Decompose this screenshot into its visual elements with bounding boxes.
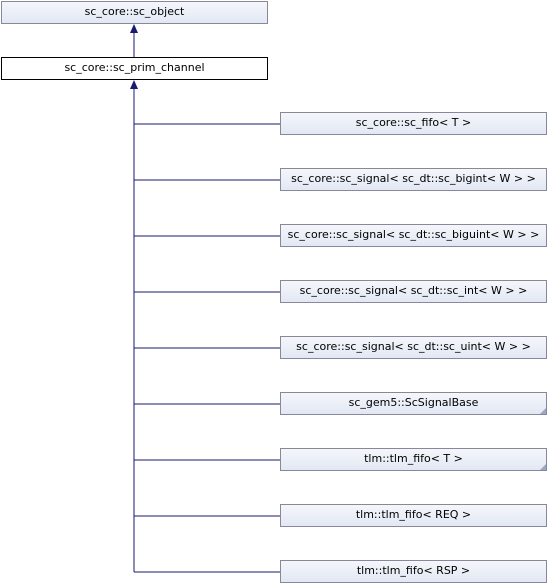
node-child-6[interactable]: sc_gem5::ScSignalBase [280,392,547,415]
node-child-8[interactable]: tlm::tlm_fifo< REQ > [280,504,547,527]
node-child-7[interactable]: tlm::tlm_fifo< T > [280,448,547,471]
node-sc-prim-channel: sc_core::sc_prim_channel [1,57,268,80]
node-child-1[interactable]: sc_core::sc_fifo< T > [280,112,547,135]
node-child-3[interactable]: sc_core::sc_signal< sc_dt::sc_biguint< W… [280,224,547,247]
node-child-9[interactable]: tlm::tlm_fifo< RSP > [280,560,547,583]
node-child-5[interactable]: sc_core::sc_signal< sc_dt::sc_uint< W > … [280,336,547,359]
edge-prim-to-object-arrowhead [130,24,138,33]
truncated-marker-icon [540,408,546,414]
edge-trunk-arrowhead [130,80,138,89]
truncated-marker-icon [540,464,546,470]
node-child-2[interactable]: sc_core::sc_signal< sc_dt::sc_bigint< W … [280,168,547,191]
node-sc-object[interactable]: sc_core::sc_object [1,1,268,24]
node-child-4[interactable]: sc_core::sc_signal< sc_dt::sc_int< W > > [280,280,547,303]
